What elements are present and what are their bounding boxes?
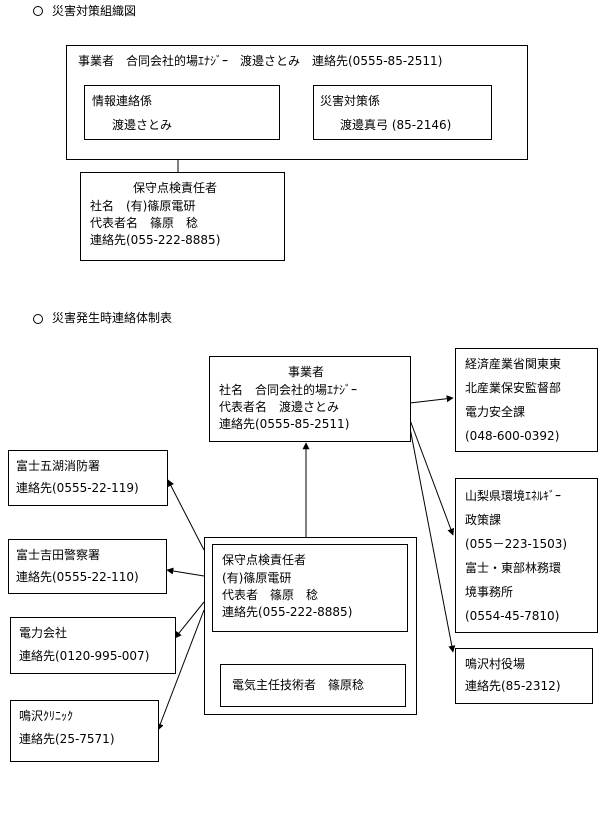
- yamanashi-line: 富士・東部林務環: [465, 561, 562, 575]
- disaster-countermeasure-person: 渡邊真弓 (85-2146): [340, 118, 452, 132]
- inspector-org-contact: 連絡先(055-222-8885): [90, 233, 221, 247]
- inspector-company: (有)篠原電研: [222, 571, 292, 585]
- meti-line: (048-600-0392): [465, 429, 560, 443]
- clinic-box: [10, 700, 159, 762]
- power-company-box: [10, 617, 176, 674]
- inspector-org-box: [80, 172, 285, 261]
- inspector-contact: 連絡先(055-222-8885): [222, 605, 353, 619]
- yamanashi-box: [455, 478, 598, 633]
- inspector-box: [212, 544, 408, 632]
- business-rep: 代表者名 渡邊さとみ: [219, 400, 340, 414]
- section2-heading: 災害発生時連絡体制表: [52, 311, 173, 325]
- power-company-line: 電力会社: [19, 626, 68, 640]
- fire-dept-line: 連絡先(0555-22-119): [16, 481, 139, 495]
- circle-bullet-icon: [33, 314, 43, 324]
- inspector-org-title: 保守点検責任者: [133, 181, 218, 195]
- meti-line: 電力安全課: [465, 405, 526, 419]
- business-title: 事業者: [288, 365, 325, 379]
- info-liaison-box: [84, 85, 280, 140]
- info-liaison-title: 情報連絡係: [92, 94, 153, 108]
- police-line: 富士吉田警察署: [16, 548, 101, 562]
- yamanashi-line: (0554-45-7810): [465, 609, 560, 623]
- business-contact: 連絡先(0555-85-2511): [219, 417, 350, 431]
- circle-bullet-icon: [33, 6, 43, 16]
- meti-box: [455, 348, 598, 452]
- meti-line: 経済産業省関東東: [465, 357, 562, 371]
- engineer-box: [220, 664, 406, 707]
- inspector-title: 保守点検責任者: [222, 553, 307, 567]
- inspector-org-rep: 代表者名 篠原 稔: [90, 216, 199, 230]
- yamanashi-line: 政策課: [465, 513, 502, 527]
- narusawa-line: 鳴沢村役場: [465, 657, 526, 671]
- business-box: [209, 356, 411, 442]
- business-company: 社名 合同会社的場ｴﾅｼﾞｰ: [219, 383, 358, 397]
- inspector-rep: 代表者 篠原 稔: [222, 588, 319, 602]
- narusawa-line: 連絡先(85-2312): [465, 679, 561, 693]
- fire-dept-box: [8, 450, 168, 506]
- clinic-line: 連絡先(25-7571): [19, 732, 115, 746]
- engineer-label: 電気主任技術者 篠原稔: [232, 678, 365, 692]
- fire-dept-line: 富士五湖消防署: [16, 459, 101, 473]
- inspector-org-company: 社名 (有)篠原電研: [90, 199, 196, 213]
- disaster-countermeasure-title: 災害対策係: [320, 94, 381, 108]
- narusawa-box: [455, 648, 593, 704]
- section1-heading: 災害対策組織図: [52, 4, 137, 18]
- disaster-countermeasure-box: [313, 85, 492, 140]
- police-line: 連絡先(0555-22-110): [16, 570, 139, 584]
- meti-line: 北産業保安監督部: [465, 381, 562, 395]
- business-org-line: 事業者 合同会社的場ｴﾅｼﾞｰ 渡邊さとみ 連絡先(0555-85-2511): [78, 54, 443, 68]
- clinic-line: 鳴沢ｸﾘﾆｯｸ: [19, 709, 74, 723]
- yamanashi-line: (055－223-1503): [465, 537, 568, 551]
- info-liaison-person: 渡邊さとみ: [112, 118, 173, 132]
- yamanashi-line: 山梨県環境ｴﾈﾙｷﾞｰ: [465, 489, 562, 503]
- yamanashi-line: 境事務所: [465, 585, 514, 599]
- police-box: [8, 539, 167, 594]
- power-company-line: 連絡先(0120-995-007): [19, 649, 150, 663]
